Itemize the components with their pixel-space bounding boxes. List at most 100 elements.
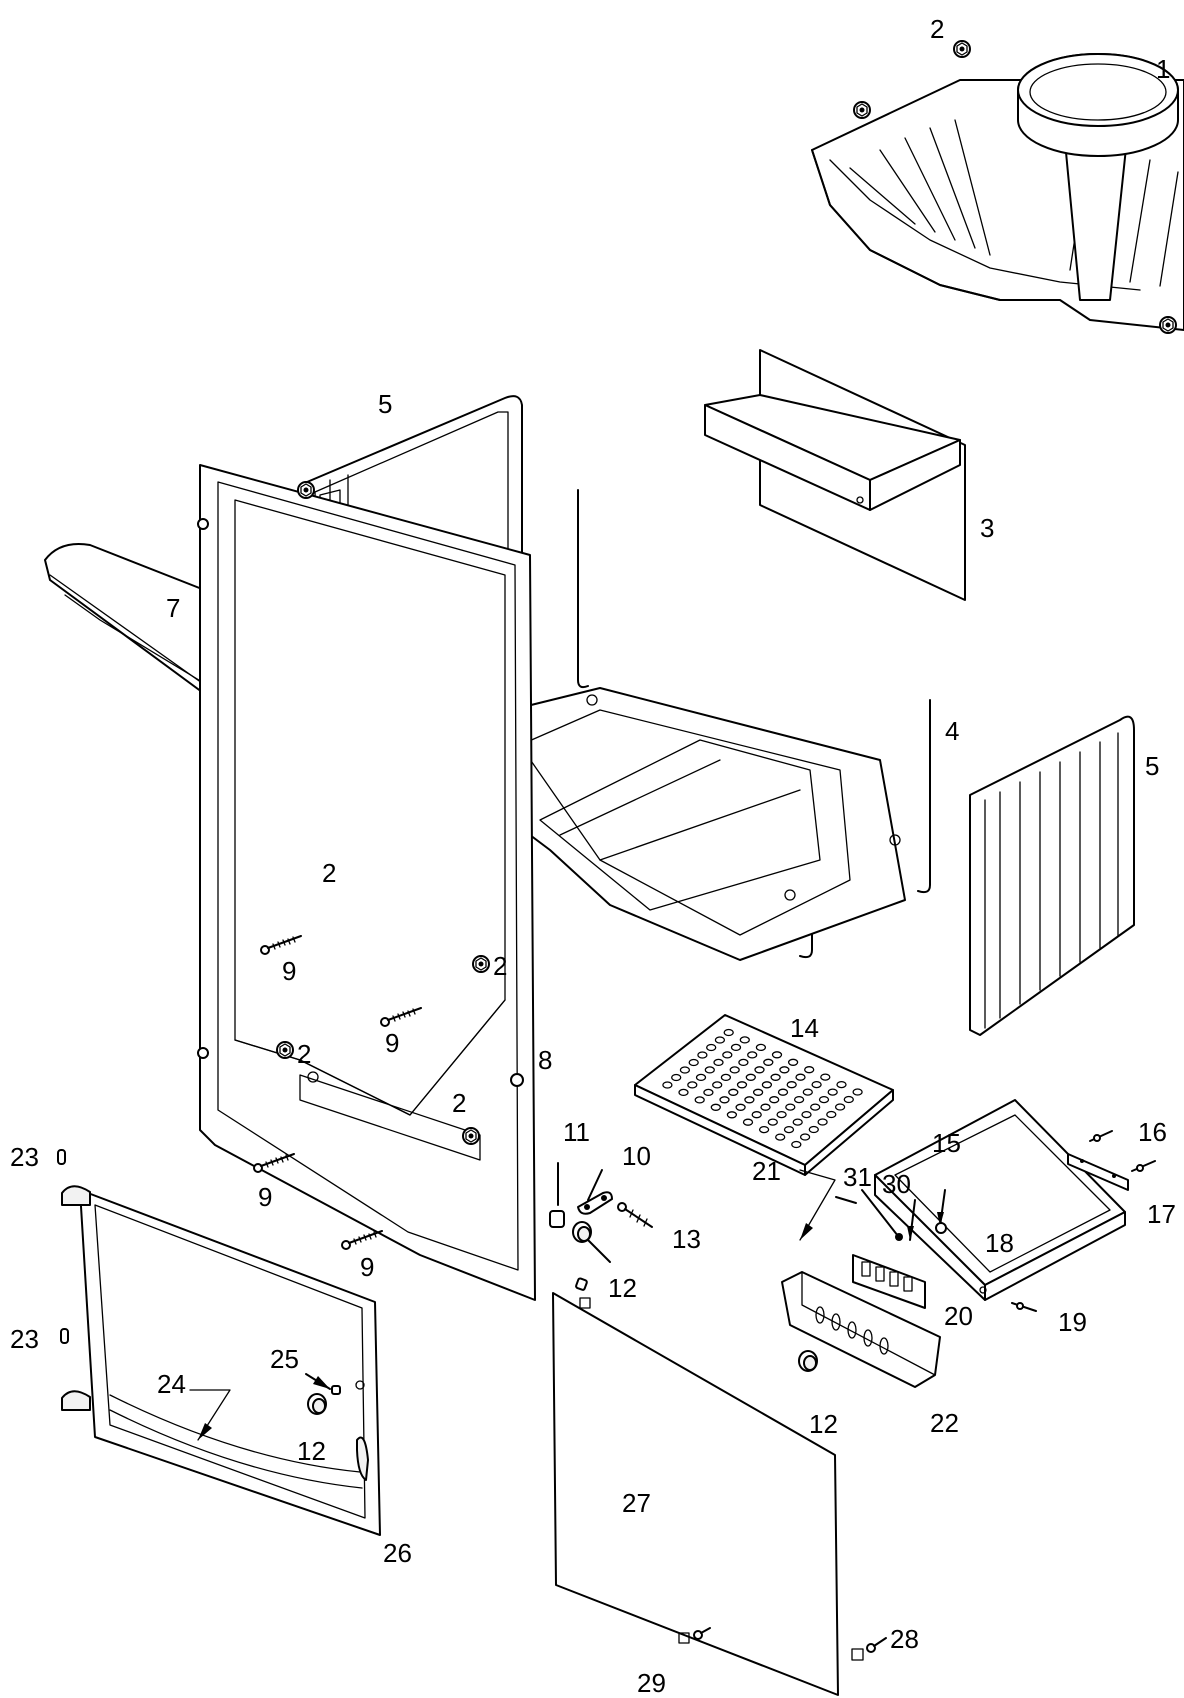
grate-hole	[795, 1073, 806, 1081]
label-part-12-c: 12	[297, 1436, 326, 1466]
label-part-14: 14	[790, 1013, 819, 1043]
part-12-knob-a	[572, 1221, 611, 1263]
part-24-glass-arrow	[189, 1389, 231, 1441]
label-part-7: 7	[166, 593, 180, 623]
grate-hole	[720, 1073, 732, 1082]
label-part-17: 17	[1147, 1199, 1176, 1229]
grate-hole	[688, 1058, 699, 1067]
label-part-23-a: 23	[10, 1142, 39, 1172]
rivet-left	[835, 1196, 857, 1204]
grate-hole	[738, 1058, 749, 1067]
grate-hole	[706, 1043, 717, 1052]
grate-hole	[801, 1110, 812, 1119]
grate-hole	[729, 1066, 740, 1074]
label-part-24: 24	[157, 1369, 186, 1399]
grate-hole	[694, 1096, 705, 1104]
grate-hole	[710, 1103, 721, 1111]
label-part-10: 10	[622, 1141, 651, 1171]
part-12-knob-b	[798, 1350, 818, 1372]
grate-hole	[730, 1043, 742, 1052]
grate-hole	[808, 1125, 819, 1134]
label-part-16: 16	[1138, 1117, 1167, 1147]
part-20-slide-plate	[852, 1254, 926, 1309]
label-part-2-top: 2	[930, 14, 944, 44]
label-part-2-b: 2	[493, 951, 507, 981]
part-10-hinge-plate	[577, 1169, 613, 1215]
grate-hole	[704, 1066, 715, 1074]
part-1-flue-top	[811, 40, 1184, 334]
grate-hole	[678, 1088, 689, 1097]
grate-hole	[852, 1088, 863, 1096]
label-part-12-b: 12	[809, 1409, 838, 1439]
grate-hole	[679, 1066, 691, 1074]
grate-hole	[770, 1073, 781, 1081]
part-28-clip-screw	[866, 1637, 887, 1653]
part-19-rivet	[1011, 1302, 1037, 1312]
grate-hole	[714, 1036, 726, 1044]
label-part-8: 8	[538, 1045, 552, 1075]
label-part-9-b: 9	[385, 1028, 399, 1058]
grate-hole	[697, 1051, 708, 1059]
label-part-9-c: 9	[258, 1182, 272, 1212]
grate-hole	[760, 1103, 771, 1111]
grate-hole	[671, 1073, 682, 1082]
grate-hole	[810, 1103, 821, 1111]
grate-hole	[744, 1096, 755, 1104]
grate-hole	[786, 1081, 797, 1089]
grate-hole	[739, 1036, 750, 1044]
grate-hole	[804, 1066, 815, 1074]
grate-hole	[827, 1088, 838, 1096]
label-part-1: 1	[1156, 54, 1170, 84]
label-part-27: 27	[622, 1488, 651, 1518]
grate-hole	[836, 1080, 847, 1089]
grate-hole	[747, 1051, 758, 1059]
grate-hole	[736, 1081, 748, 1089]
label-part-23-b: 23	[10, 1324, 39, 1354]
part-18-ash-tray	[874, 1099, 1126, 1301]
grate-hole	[791, 1140, 802, 1149]
grate-hole	[775, 1133, 786, 1141]
part-31-pin	[861, 1189, 903, 1241]
label-part-13: 13	[672, 1224, 701, 1254]
grate-hole	[771, 1051, 783, 1059]
label-part-25: 25	[270, 1344, 299, 1374]
part-14-grate	[634, 1014, 894, 1176]
label-part-2-a: 2	[322, 858, 336, 888]
label-part-21: 21	[752, 1156, 781, 1186]
grate-hole	[763, 1058, 774, 1066]
label-part-31: 31	[843, 1162, 872, 1192]
grate-hole	[769, 1096, 780, 1104]
label-part-19: 19	[1058, 1307, 1087, 1337]
label-part-12-a: 12	[608, 1273, 637, 1303]
grate-hole	[722, 1051, 733, 1059]
label-part-9-a: 9	[282, 956, 296, 986]
grate-hole	[723, 1028, 734, 1037]
label-part-2-d: 2	[452, 1088, 466, 1118]
part-29-clip-screw	[693, 1627, 711, 1640]
part-16-rivets	[1089, 1130, 1156, 1172]
part-15-screw	[935, 1189, 947, 1234]
grate-hole	[843, 1095, 854, 1104]
part-26-door	[61, 1185, 381, 1536]
grate-hole	[712, 1081, 723, 1089]
grate-hole	[695, 1073, 707, 1082]
part-25-screw	[305, 1373, 341, 1395]
grate-hole	[818, 1095, 830, 1104]
label-part-30: 30	[882, 1169, 911, 1199]
part-27-glass-panel	[552, 1277, 864, 1696]
part-21-arrow	[799, 1169, 836, 1241]
grate-hole	[713, 1058, 724, 1067]
label-part-2-c: 2	[297, 1039, 311, 1069]
grate-hole	[687, 1081, 698, 1089]
grate-hole	[820, 1073, 831, 1081]
grate-hole	[783, 1125, 795, 1134]
grate-hole	[761, 1081, 773, 1089]
grate-hole	[826, 1110, 837, 1119]
part-13-screw	[617, 1202, 653, 1228]
part-12-knob-c	[307, 1393, 327, 1415]
grate-hole	[793, 1095, 805, 1104]
label-part-20: 20	[944, 1301, 973, 1331]
label-part-3: 3	[980, 513, 994, 543]
grate-hole	[742, 1118, 754, 1126]
label-part-9-d: 9	[360, 1252, 374, 1282]
